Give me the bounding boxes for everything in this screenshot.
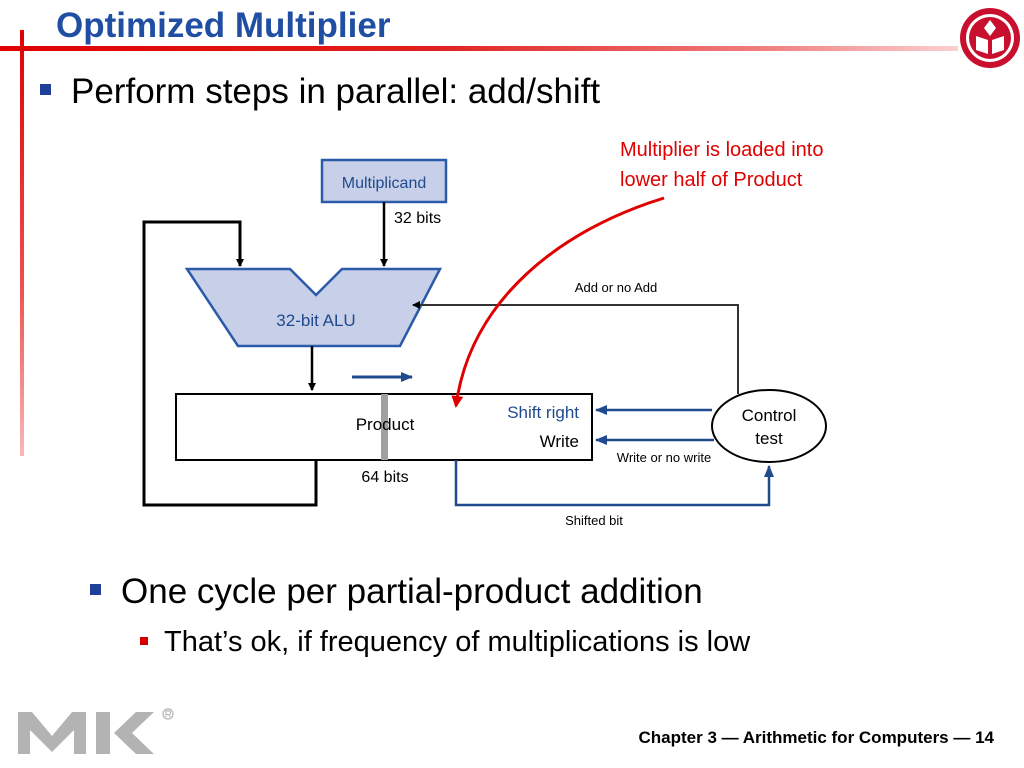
add-signal-path — [412, 301, 739, 394]
shifted-bit-path — [454, 460, 774, 507]
multiplicand-width-label: 32 bits — [394, 210, 441, 227]
write-label: Write — [540, 432, 579, 451]
side-accent-line — [20, 30, 24, 456]
page-title: Optimized Multiplier — [56, 6, 391, 45]
sub-bullet-square-icon — [140, 637, 148, 645]
bullet-item: Perform steps in parallel: add/shift — [40, 72, 600, 112]
bullet-square-icon — [90, 584, 101, 595]
annotation-line1: Multiplier is loaded into — [620, 139, 823, 161]
control-label-line2: test — [755, 429, 783, 448]
product-feedback-path — [142, 220, 318, 507]
mk-logo-icon — [18, 708, 174, 754]
product-width-label: 64 bits — [361, 469, 408, 486]
control-label-line1: Control — [742, 406, 797, 425]
alu-unit — [184, 267, 443, 348]
annotation-arrow — [451, 196, 665, 408]
title-underline — [0, 46, 958, 51]
alu-label: 32-bit ALU — [276, 311, 355, 330]
bullet-text: One cycle per partial-product addition — [121, 572, 703, 611]
university-seal-icon — [960, 8, 1020, 68]
sub-bullet-text: That’s ok, if frequency of multiplicatio… — [164, 626, 751, 658]
bullet-item: One cycle per partial-product addition — [90, 572, 703, 612]
bullet-square-icon — [40, 84, 51, 95]
shift-right-label: Shift right — [507, 403, 579, 422]
product-label: Product — [356, 415, 415, 434]
slide-footer: Chapter 3 — Arithmetic for Computers — 1… — [638, 728, 995, 747]
add-signal-label: Add or no Add — [575, 280, 657, 295]
annotation-line2: lower half of Product — [620, 169, 803, 191]
shifted-bit-label: Shifted bit — [565, 513, 623, 528]
control-test-unit — [711, 389, 827, 463]
bullet-text: Perform steps in parallel: add/shift — [71, 72, 601, 111]
sub-bullet-item: That’s ok, if frequency of multiplicatio… — [140, 626, 750, 659]
product-half-divider — [381, 394, 388, 460]
multiplicand-label: Multiplicand — [342, 175, 426, 192]
write-signal-label: Write or no write — [617, 450, 711, 465]
